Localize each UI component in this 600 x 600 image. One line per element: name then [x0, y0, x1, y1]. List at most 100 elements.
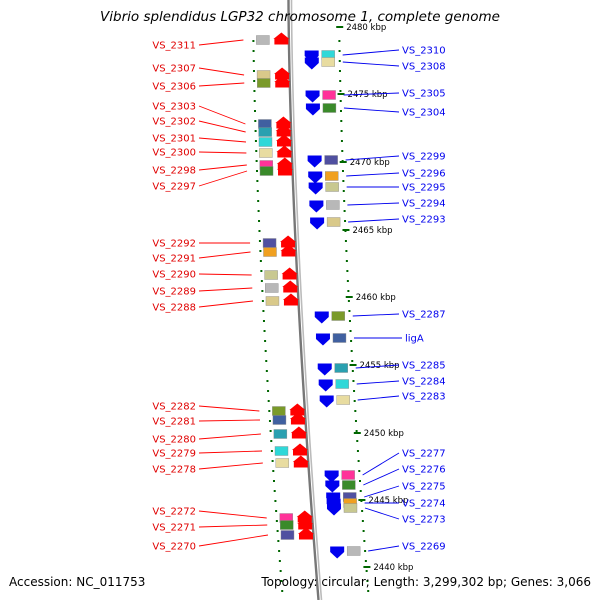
- left-gene-label: VS_2302: [152, 117, 196, 128]
- right-gene-label: VS_2274: [402, 499, 446, 510]
- gene-arrow-plus: [308, 171, 323, 184]
- backbone-line-right: [290, 0, 323, 600]
- gene-block: [258, 127, 272, 137]
- gene-arrow-plus: [330, 546, 345, 559]
- gene-arrow-minus: [274, 75, 291, 88]
- left-leader-line: [198, 433, 261, 440]
- gene-block: [326, 200, 340, 210]
- left-track-dot: [267, 390, 270, 392]
- gene-arrow-minus: [275, 134, 292, 147]
- gene-block: [341, 470, 355, 480]
- left-track-dot: [275, 510, 278, 512]
- right-track-dot: [339, 110, 342, 112]
- right-track-dot: [338, 50, 341, 52]
- left-track-dot: [268, 420, 271, 422]
- right-gene-label: VS_2293: [402, 215, 446, 226]
- gene-block: [334, 363, 348, 373]
- gene-arrow-plus: [315, 333, 330, 346]
- gene-block: [324, 155, 338, 165]
- right-leader-line: [368, 545, 400, 552]
- gene-arrow-minus: [296, 510, 313, 523]
- right-track-dot: [357, 460, 360, 462]
- left-track-dot: [268, 410, 271, 412]
- left-gene-label: VS_2280: [152, 435, 196, 446]
- gene-block: [258, 137, 273, 147]
- right-track-dot: [364, 550, 367, 552]
- left-gene-label: VS_2300: [152, 148, 196, 159]
- right-track-dot: [362, 530, 365, 532]
- right-leader-line: [362, 452, 400, 476]
- gene-arrow-minus: [275, 124, 292, 137]
- left-track-dot: [261, 300, 264, 302]
- left-gene-label: VS_2272: [152, 507, 196, 518]
- gene-arrow-plus: [326, 503, 341, 516]
- scale-tick-label: 2480 kbp: [346, 23, 386, 33]
- right-track-dot: [342, 180, 345, 182]
- left-leader-line: [198, 510, 267, 519]
- left-track-dot: [263, 330, 266, 332]
- left-track-dot: [274, 500, 277, 502]
- right-gene-label: VS_2283: [402, 392, 446, 403]
- left-gene-label: VS_2271: [152, 523, 196, 534]
- accession-text: Accession: NC_011753: [9, 575, 146, 589]
- scale-tick-label: 2465 kbp: [352, 226, 392, 236]
- gene-block: [331, 311, 345, 321]
- right-track-dot: [354, 420, 357, 422]
- scale-tick: [336, 26, 344, 28]
- left-track-dot: [258, 230, 261, 232]
- left-leader-line: [198, 164, 247, 171]
- right-track-dot: [353, 400, 356, 402]
- right-track-dot: [355, 430, 358, 432]
- right-track-dot: [338, 60, 341, 62]
- left-track-dot: [266, 380, 269, 382]
- left-track-dot: [252, 60, 255, 62]
- right-gene-label: VS_2277: [402, 449, 446, 460]
- left-track-dot: [256, 190, 259, 192]
- left-track-dot: [264, 350, 267, 352]
- gene-block: [336, 395, 350, 405]
- left-track-dot: [253, 90, 256, 92]
- left-leader-line: [198, 120, 246, 133]
- right-track-dot: [346, 280, 349, 282]
- gene-arrow-minus: [292, 443, 309, 456]
- left-track-dot: [262, 320, 265, 322]
- left-track-dot: [253, 110, 256, 112]
- gene-block: [258, 119, 272, 129]
- gene-block: [265, 283, 279, 293]
- right-track-dot: [340, 140, 343, 142]
- right-track-dot: [346, 270, 349, 272]
- right-track-dot: [339, 100, 342, 102]
- right-track-dot: [361, 510, 364, 512]
- left-leader-line: [198, 273, 252, 276]
- gene-arrow-plus: [317, 363, 332, 376]
- left-track-dot: [267, 400, 270, 402]
- gene-block: [332, 333, 347, 343]
- gene-arrow-plus: [304, 57, 319, 70]
- left-gene-label: VS_2298: [152, 166, 196, 177]
- left-track-dot: [258, 240, 261, 242]
- left-track-dot: [271, 460, 274, 462]
- right-gene-label: VS_2284: [402, 377, 446, 388]
- left-leader-line: [198, 534, 269, 547]
- gene-block: [273, 429, 288, 439]
- scale-tick-label: 2445 kbp: [368, 496, 408, 506]
- right-track-dot: [338, 70, 341, 72]
- left-gene-label: VS_2292: [152, 239, 196, 250]
- left-gene-label: VS_2279: [152, 449, 196, 460]
- left-gene-label: VS_2307: [152, 64, 196, 75]
- left-track-dot: [259, 260, 262, 262]
- left-track-dot: [281, 590, 284, 592]
- left-track-dot: [280, 580, 283, 582]
- right-leader-line: [343, 107, 400, 113]
- right-track-dot: [363, 540, 366, 542]
- right-gene-label: VS_2294: [402, 199, 446, 210]
- left-track-dot: [255, 150, 258, 152]
- left-gene-label: VS_2288: [152, 303, 196, 314]
- right-track-dot: [358, 480, 361, 482]
- right-track-dot: [347, 300, 350, 302]
- right-leader-line: [347, 202, 400, 206]
- gene-arrow-plus: [305, 103, 320, 116]
- left-track-dot: [254, 140, 257, 142]
- left-gene-label: VS_2270: [152, 542, 196, 553]
